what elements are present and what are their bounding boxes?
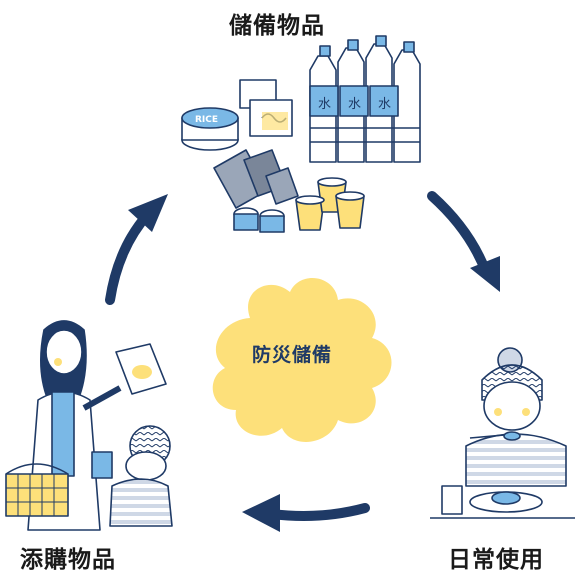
water-label-1: 水 xyxy=(318,97,331,112)
water-bottles xyxy=(309,35,421,163)
shopping-illustration xyxy=(5,320,173,531)
water-label-3: 水 xyxy=(378,97,391,112)
label-stored-goods: 儲備物品 xyxy=(229,13,325,39)
label-buy-goods: 添購物品 xyxy=(20,547,116,573)
arrow-left-to-top xyxy=(105,194,168,305)
arrow-right-to-left xyxy=(242,494,370,532)
water-label-2: 水 xyxy=(348,97,361,112)
stored-goods-illustration: 水 水 水 RICE xyxy=(181,35,421,233)
rice-containers xyxy=(181,107,239,151)
food-boxes xyxy=(239,79,293,137)
center-title: 防災儲備 xyxy=(251,344,332,366)
rice-label: RICE xyxy=(195,115,218,125)
retort-pouches xyxy=(213,149,299,209)
center-cloud xyxy=(212,278,392,442)
eating-illustration xyxy=(430,347,575,519)
arrow-top-to-right xyxy=(427,191,500,292)
cans xyxy=(233,207,285,233)
label-daily-use: 日常使用 xyxy=(448,547,544,573)
instant-cups xyxy=(295,177,365,231)
